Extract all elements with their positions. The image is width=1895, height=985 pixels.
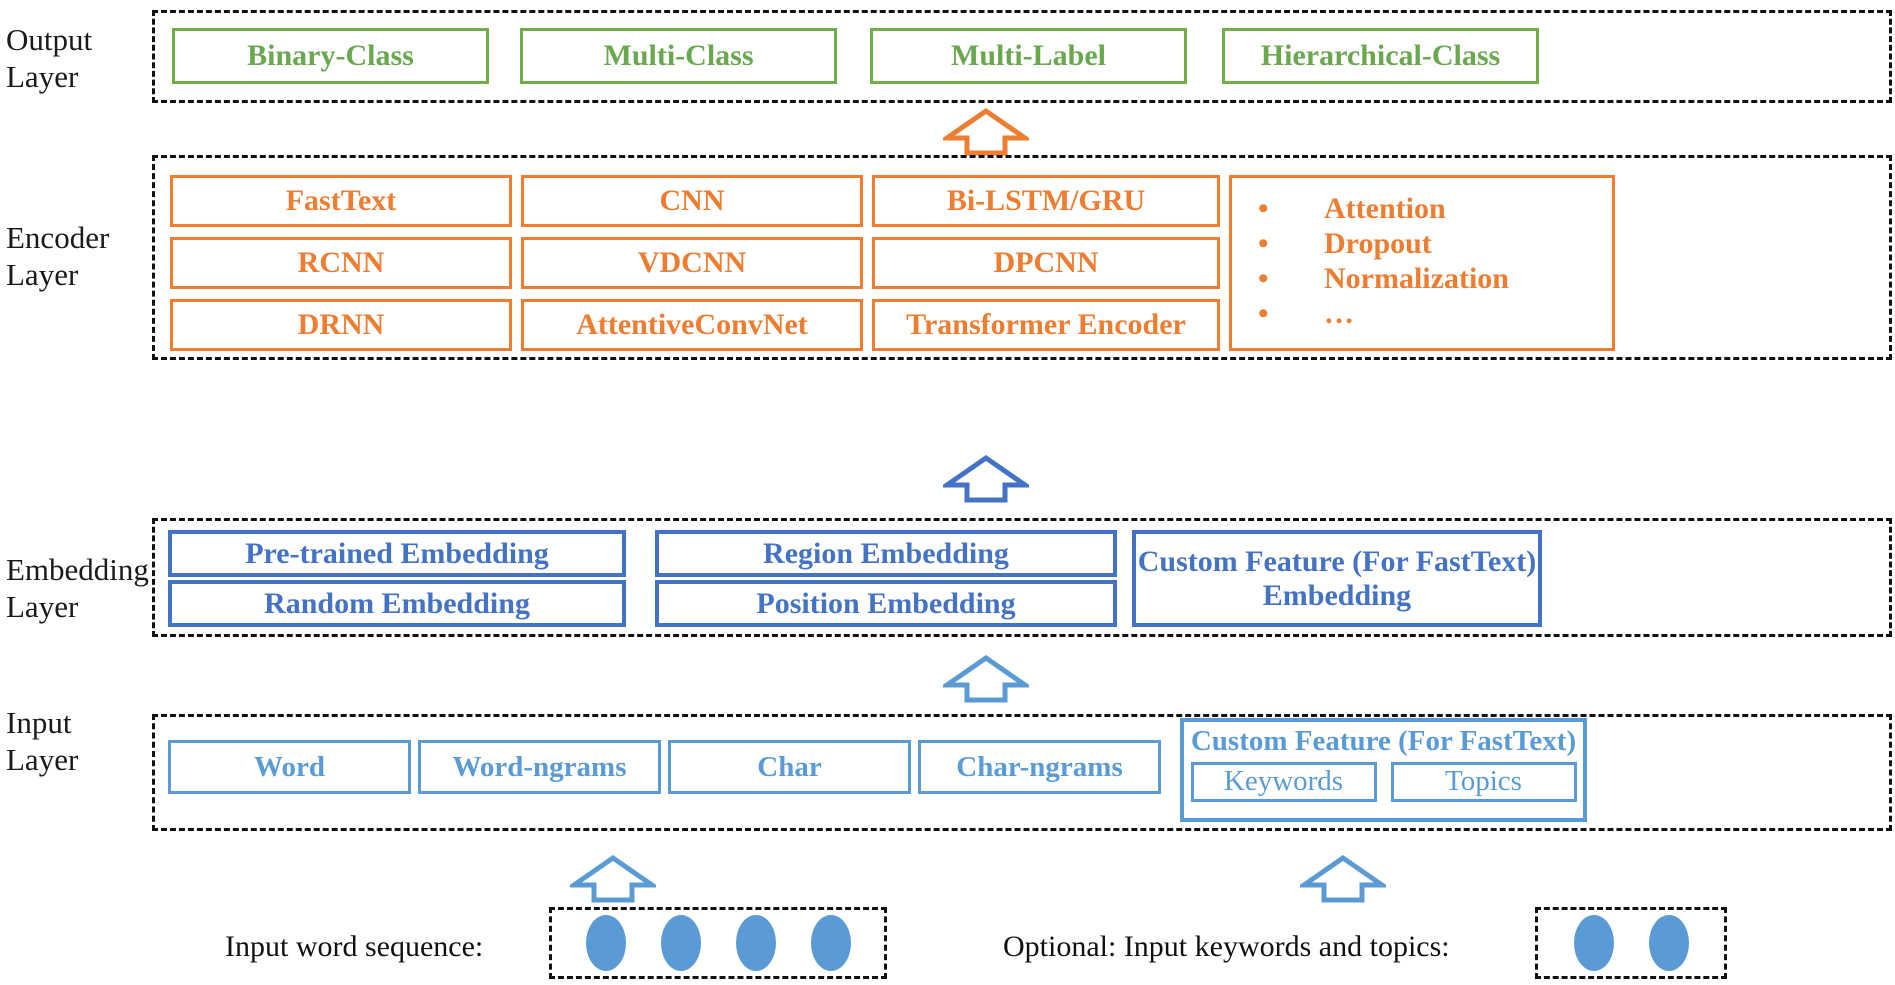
embedding-item-region[interactable]: Region Embedding <box>655 530 1117 577</box>
encoder-item-attentiveconvnet[interactable]: AttentiveConvNet <box>521 299 863 351</box>
token-dot <box>810 915 851 971</box>
arrow-encoder-to-output <box>943 108 1029 156</box>
input-item-char-ngrams[interactable]: Char-ngrams <box>918 740 1161 794</box>
encoder-layer-group <box>152 155 1892 360</box>
output-item-binary-class[interactable]: Binary-Class <box>172 28 489 84</box>
encoder-options-panel: Attention Dropout Normalization … <box>1229 175 1615 351</box>
embedding-custom-feature-line-two: Embedding <box>1262 578 1412 612</box>
output-item-multi-label[interactable]: Multi-Label <box>870 28 1187 84</box>
keywords-topics-token-group <box>1535 907 1727 979</box>
embedding-layer-label: Embedding Layer <box>6 552 149 624</box>
encoder-item-drnn[interactable]: DRNN <box>170 299 512 351</box>
encoder-item-cnn[interactable]: CNN <box>521 175 863 227</box>
arrow-keywords-topics-to-input <box>1300 855 1386 903</box>
token-dot <box>1648 915 1689 971</box>
embedding-item-position[interactable]: Position Embedding <box>655 580 1117 627</box>
bullet-dot-icon <box>1258 299 1284 329</box>
token-dot <box>660 915 701 971</box>
input-layer-group <box>152 714 1892 831</box>
input-custom-feature-keywords[interactable]: Keywords <box>1190 761 1377 802</box>
token-dot <box>735 915 776 971</box>
bullet-dot-icon <box>1258 194 1284 224</box>
encoder-item-rcnn[interactable]: RCNN <box>170 237 512 289</box>
arrow-embedding-to-encoder <box>943 455 1029 503</box>
arrow-word-sequence-to-input <box>570 855 656 903</box>
encoder-layer-label: Encoder Layer <box>6 220 110 292</box>
token-dot <box>1573 915 1614 971</box>
keywords-topics-caption: Optional: Input keywords and topics: <box>1003 930 1450 963</box>
input-custom-feature-title: Custom Feature (For FastText) <box>1190 725 1577 757</box>
embedding-custom-feature-line-one: Custom Feature (For FastText) <box>1137 544 1537 578</box>
word-sequence-caption: Input word sequence: <box>225 930 484 963</box>
output-layer-label: Output Layer <box>6 22 93 94</box>
encoder-option-ellipsis: … <box>1232 297 1612 332</box>
encoder-item-vdcnn[interactable]: VDCNN <box>521 237 863 289</box>
word-sequence-token-group <box>549 907 887 979</box>
embedding-item-pre-trained[interactable]: Pre-trained Embedding <box>168 530 626 577</box>
token-dot <box>585 915 626 971</box>
input-item-char[interactable]: Char <box>668 740 911 794</box>
encoder-item-fasttext[interactable]: FastText <box>170 175 512 227</box>
input-item-word[interactable]: Word <box>168 740 411 794</box>
embedding-layer-group <box>152 518 1892 637</box>
encoder-item-transformer-encoder[interactable]: Transformer Encoder <box>872 299 1220 351</box>
arrow-input-to-embedding <box>943 655 1029 703</box>
output-item-hierarchical-class[interactable]: Hierarchical-Class <box>1222 28 1539 84</box>
input-layer-label: Input Layer <box>6 705 79 777</box>
output-item-multi-class[interactable]: Multi-Class <box>520 28 837 84</box>
encoder-option-attention: Attention <box>1232 192 1612 227</box>
encoder-option-dropout: Dropout <box>1232 227 1612 262</box>
encoder-option-normalization: Normalization <box>1232 262 1612 297</box>
encoder-item-bi-lstm-gru[interactable]: Bi-LSTM/GRU <box>872 175 1220 227</box>
output-layer-group <box>152 10 1892 103</box>
input-custom-feature-topics[interactable]: Topics <box>1390 761 1577 802</box>
embedding-item-custom-feature[interactable]: Custom Feature (For FastText) Embedding <box>1132 530 1542 627</box>
embedding-item-random[interactable]: Random Embedding <box>168 580 626 627</box>
input-item-custom-feature[interactable]: Custom Feature (For FastText) Keywords T… <box>1180 718 1587 822</box>
input-item-word-ngrams[interactable]: Word-ngrams <box>418 740 661 794</box>
bullet-dot-icon <box>1258 229 1284 259</box>
encoder-item-dpcnn[interactable]: DPCNN <box>872 237 1220 289</box>
bullet-dot-icon <box>1258 264 1284 294</box>
